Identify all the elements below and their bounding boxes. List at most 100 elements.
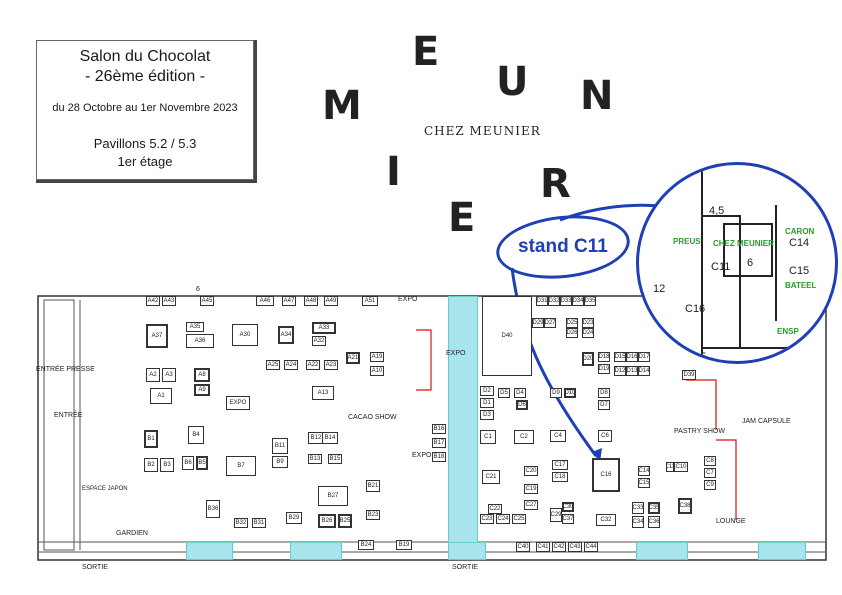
stand-d23[interactable]: D23 bbox=[582, 318, 594, 328]
stand-c37[interactable]: C37 bbox=[562, 514, 574, 524]
stand-d39[interactable]: D39 bbox=[682, 370, 696, 380]
stand-a34[interactable]: A34 bbox=[278, 326, 294, 344]
stand-c22[interactable]: C22 bbox=[488, 504, 502, 514]
stand-d34[interactable]: D34 bbox=[572, 296, 584, 306]
stand-c42[interactable]: C42 bbox=[552, 542, 566, 552]
stand-d24[interactable]: D24 bbox=[582, 328, 594, 338]
stand-a48[interactable]: A48 bbox=[304, 296, 318, 306]
stand-d26[interactable]: D26 bbox=[566, 328, 578, 338]
stand-a45[interactable]: A45 bbox=[200, 296, 214, 306]
stand-c18[interactable]: C18 bbox=[552, 472, 568, 482]
stand-d40[interactable]: D40 bbox=[482, 296, 532, 376]
stand-d35[interactable]: D35 bbox=[584, 296, 596, 306]
stand-c36[interactable]: C36 bbox=[648, 516, 660, 528]
stand-a49[interactable]: A49 bbox=[324, 296, 338, 306]
stand-a42[interactable]: A42 bbox=[146, 296, 160, 306]
stand-c8[interactable]: C8 bbox=[704, 456, 716, 466]
stand-d14[interactable]: D14 bbox=[638, 366, 650, 376]
stand-c4[interactable]: C4 bbox=[550, 430, 566, 442]
stand-d16[interactable]: D16 bbox=[626, 352, 638, 362]
stand-a9[interactable]: A9 bbox=[194, 384, 210, 396]
stand-b4[interactable]: B4 bbox=[188, 426, 204, 444]
stand-d8[interactable]: D8 bbox=[598, 388, 610, 398]
stand-d33[interactable]: D33 bbox=[560, 296, 572, 306]
stand-b6[interactable]: B6 bbox=[182, 456, 194, 470]
stand-b26[interactable]: B26 bbox=[318, 514, 336, 528]
stand-a51[interactable]: A51 bbox=[362, 296, 378, 306]
stand-c41[interactable]: C41 bbox=[536, 542, 550, 552]
stand-c25[interactable]: C25 bbox=[512, 514, 526, 524]
stand-c13[interactable]: C13 bbox=[666, 462, 674, 472]
stand-b15[interactable]: B15 bbox=[328, 454, 342, 464]
stand-d3[interactable]: D3 bbox=[480, 410, 494, 420]
stand-b14[interactable]: B14 bbox=[322, 432, 338, 444]
zoom-stand-c11[interactable] bbox=[723, 223, 773, 277]
stand-a2[interactable]: A2 bbox=[146, 368, 160, 382]
stand-c10[interactable]: C10 bbox=[674, 462, 688, 472]
stand-expo[interactable]: EXPO bbox=[226, 396, 250, 410]
stand-c44[interactable]: C44 bbox=[584, 542, 598, 552]
stand-b19[interactable]: B19 bbox=[396, 540, 412, 550]
stand-c40[interactable]: C40 bbox=[516, 542, 530, 552]
stand-b2[interactable]: B2 bbox=[144, 458, 158, 472]
stand-c33[interactable]: C33 bbox=[632, 502, 644, 514]
stand-d27[interactable]: D27 bbox=[544, 318, 556, 328]
stand-d20[interactable]: D20 bbox=[582, 352, 594, 366]
stand-b27[interactable]: B27 bbox=[318, 486, 348, 506]
stand-b13[interactable]: B13 bbox=[308, 454, 322, 464]
stand-c24[interactable]: C24 bbox=[496, 514, 510, 524]
stand-c1[interactable]: C1 bbox=[480, 430, 496, 444]
stand-d9[interactable]: D9 bbox=[550, 388, 562, 398]
stand-b21[interactable]: B21 bbox=[366, 480, 380, 492]
stand-a25[interactable]: A25 bbox=[266, 360, 280, 370]
stand-d32[interactable]: D32 bbox=[548, 296, 560, 306]
stand-b18[interactable]: B18 bbox=[432, 452, 446, 462]
stand-b16[interactable]: B16 bbox=[432, 424, 446, 434]
stand-d6[interactable]: D6 bbox=[516, 400, 528, 410]
stand-b31[interactable]: B31 bbox=[252, 518, 266, 528]
stand-a35[interactable]: A35 bbox=[186, 322, 204, 332]
stand-b23[interactable]: B23 bbox=[366, 510, 380, 520]
stand-a46[interactable]: A46 bbox=[256, 296, 274, 306]
stand-a30[interactable]: A30 bbox=[232, 324, 258, 346]
stand-a24[interactable]: A24 bbox=[284, 360, 298, 370]
stand-d17[interactable]: D17 bbox=[638, 352, 650, 362]
stand-b9[interactable]: B9 bbox=[272, 456, 288, 468]
stand-c34[interactable]: C34 bbox=[632, 516, 644, 528]
stand-a36[interactable]: A36 bbox=[186, 334, 214, 348]
stand-a22[interactable]: A22 bbox=[306, 360, 320, 370]
stand-a13[interactable]: A13 bbox=[312, 386, 334, 400]
stand-c9[interactable]: C9 bbox=[704, 480, 716, 490]
stand-d15[interactable]: D15 bbox=[614, 352, 626, 362]
stand-d31[interactable]: D31 bbox=[536, 296, 548, 306]
stand-d2[interactable]: D2 bbox=[480, 386, 494, 396]
stand-d1[interactable]: D1 bbox=[480, 398, 494, 408]
stand-a19[interactable]: A19 bbox=[370, 352, 384, 362]
stand-c17[interactable]: C17 bbox=[552, 460, 568, 470]
stand-b29[interactable]: B29 bbox=[286, 512, 302, 524]
stand-c38[interactable]: C38 bbox=[678, 498, 692, 514]
stand-c14[interactable]: C14 bbox=[638, 466, 650, 476]
stand-b7[interactable]: B7 bbox=[226, 456, 256, 476]
stand-a1[interactable]: A1 bbox=[150, 388, 172, 404]
stand-d10[interactable]: D10 bbox=[564, 388, 576, 398]
stand-b32[interactable]: B32 bbox=[234, 518, 248, 528]
stand-d29[interactable]: D29 bbox=[532, 318, 544, 328]
stand-c19[interactable]: C19 bbox=[524, 484, 538, 494]
stand-b25[interactable]: B25 bbox=[338, 514, 352, 528]
stand-b36[interactable]: B36 bbox=[206, 500, 220, 518]
stand-a43[interactable]: A43 bbox=[162, 296, 176, 306]
stand-d18[interactable]: D18 bbox=[598, 352, 610, 362]
stand-d5[interactable]: D5 bbox=[498, 388, 510, 398]
stand-a23[interactable]: A23 bbox=[324, 360, 338, 370]
stand-b17[interactable]: B17 bbox=[432, 438, 446, 448]
stand-d13[interactable]: D13 bbox=[626, 366, 638, 376]
stand-a32[interactable]: A32 bbox=[312, 336, 326, 346]
stand-d25[interactable]: D25 bbox=[566, 318, 578, 328]
stand-c29[interactable]: C29 bbox=[550, 508, 562, 522]
stand-a33[interactable]: A33 bbox=[312, 322, 336, 334]
stand-b5[interactable]: B5 bbox=[196, 456, 208, 470]
stand-a47[interactable]: A47 bbox=[282, 296, 296, 306]
stand-c30[interactable]: C30 bbox=[562, 502, 574, 512]
stand-a3[interactable]: A3 bbox=[162, 368, 176, 382]
